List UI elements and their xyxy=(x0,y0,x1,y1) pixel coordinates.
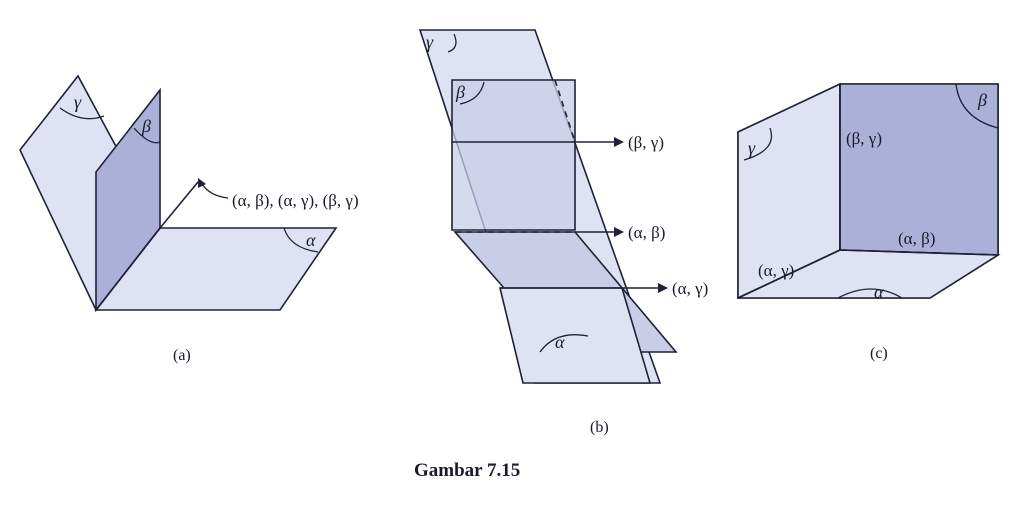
arc-gamma-c xyxy=(743,127,773,161)
caption-b: (b) xyxy=(590,419,609,436)
label-beta-b: β xyxy=(455,82,465,102)
arrowhead-1-b xyxy=(614,137,624,147)
edge-extension-a xyxy=(159,181,199,229)
label-line-2-b: (α, β) xyxy=(628,223,665,242)
label-gamma-c: γ xyxy=(748,138,756,158)
edge-intersection-a xyxy=(95,227,161,311)
label-pointer-a: (α, β), (α, γ), (β, γ) xyxy=(232,191,359,210)
pointer-curve-a xyxy=(201,183,229,199)
figure-title: Gambar 7.15 xyxy=(414,460,520,481)
label-beta-c: β xyxy=(977,90,987,110)
edge-left-bottom-c xyxy=(737,249,841,299)
arc-alpha-a xyxy=(283,227,319,253)
pointer-arrowhead-a xyxy=(198,178,206,188)
panel-c: β γ α (β, γ) (α, β) (α, γ) (c) xyxy=(737,82,1001,362)
caption-a: (a) xyxy=(173,347,191,364)
label-beta-a: β xyxy=(141,116,151,136)
arc-gamma-a xyxy=(59,107,105,120)
arc-alpha-b xyxy=(539,334,589,353)
label-line-3-b: (α, γ) xyxy=(672,279,708,298)
label-alpha-c: α xyxy=(874,282,884,302)
label-gamma-a: γ xyxy=(74,92,82,112)
arc-gamma-b xyxy=(447,33,457,53)
arrowhead-2-b xyxy=(614,227,624,237)
arc-beta-c xyxy=(955,83,999,129)
arrowhead-3-b xyxy=(658,283,668,293)
panel-b: γ β α (β, γ) (α, β) (α, γ) (b) xyxy=(418,29,708,436)
label-alpha-gamma-c: (α, γ) xyxy=(758,261,794,280)
plane-beta-b xyxy=(451,79,576,231)
label-beta-gamma-c: (β, γ) xyxy=(846,129,882,148)
label-alpha-a: α xyxy=(306,230,316,250)
label-gamma-b: γ xyxy=(426,32,434,52)
caption-c: (c) xyxy=(870,345,888,362)
panel-a: γ β α (α, β), (α, γ), (β, γ) (a) xyxy=(19,74,359,364)
edge-right-bottom-c xyxy=(839,249,999,256)
arc-alpha-c xyxy=(837,288,903,299)
arc-beta-a xyxy=(133,127,161,144)
arc-beta-b xyxy=(459,81,485,105)
label-line-1-b: (β, γ) xyxy=(628,133,664,152)
label-alpha-b: α xyxy=(555,332,565,352)
label-alpha-beta-c: (α, β) xyxy=(898,229,935,248)
